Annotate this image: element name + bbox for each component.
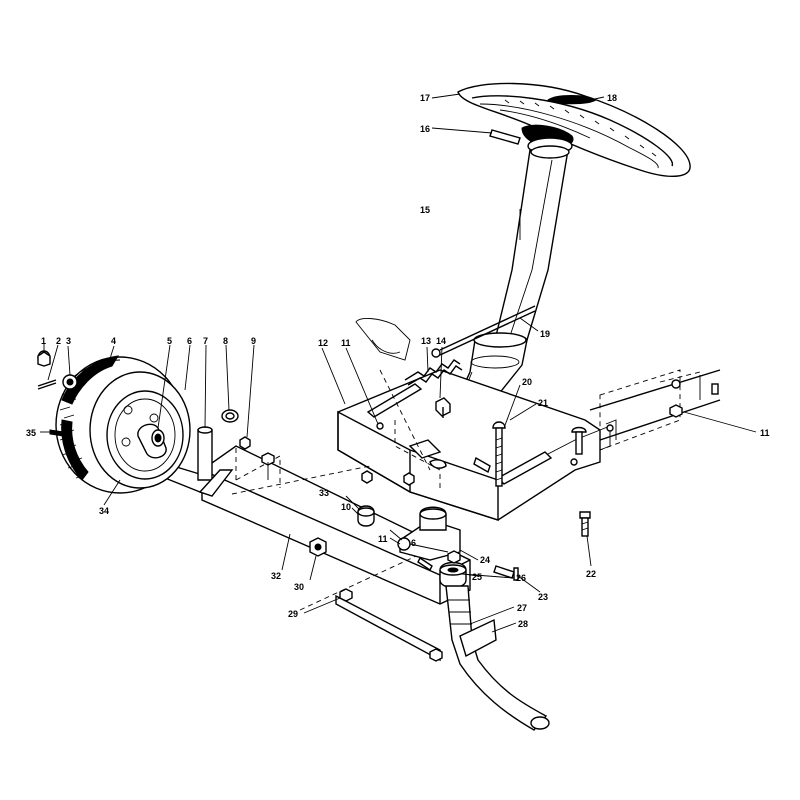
callout-21: 21: [538, 398, 548, 408]
callout-25: 25: [472, 572, 482, 582]
nut-11-center: [403, 472, 415, 486]
callout-26: 26: [516, 573, 526, 583]
choke-rod: [431, 305, 536, 358]
callout-35: 35: [26, 428, 36, 438]
callout-27: 27: [517, 603, 527, 613]
callout-24: 24: [480, 555, 490, 565]
callout-16: 16: [420, 124, 430, 134]
nut-9: [239, 436, 251, 450]
callout-10: 10: [341, 502, 351, 512]
key: [489, 129, 521, 145]
callout-6-lower: 6: [411, 538, 416, 548]
set-screw: [417, 556, 433, 572]
frame-rail: [589, 369, 721, 451]
callout-30: 30: [294, 582, 304, 592]
callout-5: 5: [167, 336, 172, 346]
carriage-bolt: [571, 426, 587, 455]
nut-26: [447, 550, 461, 564]
bolt-22: [579, 511, 591, 537]
tie-rod: [335, 588, 443, 662]
callout-3: 3: [66, 336, 71, 346]
callout-13: 13: [421, 336, 431, 346]
nut-33: [361, 470, 373, 484]
callout-34: 34: [99, 506, 109, 516]
nut-30: [309, 537, 327, 557]
callout-20: 20: [522, 377, 532, 387]
washer-8: [221, 409, 239, 423]
callout-11-right: 11: [760, 428, 770, 438]
pivot-bushing: [439, 561, 467, 589]
front-wheel: [55, 355, 191, 494]
callout-33: 33: [319, 488, 329, 498]
spring: [404, 359, 463, 386]
callout-4: 4: [111, 336, 116, 346]
callout-7: 7: [203, 336, 208, 346]
frame-plate: [337, 369, 601, 521]
cotter-pin: [37, 379, 57, 390]
bushing-10: [357, 505, 375, 527]
callout-1: 1: [41, 336, 46, 346]
callout-14: 14: [436, 336, 446, 346]
bolt-21: [473, 456, 491, 474]
callout-17: 17: [420, 93, 430, 103]
callout-15: 15: [420, 205, 430, 215]
callout-2: 2: [56, 336, 61, 346]
callout-22: 22: [586, 569, 596, 579]
callout-28: 28: [518, 619, 528, 629]
callout-11-top: 11: [341, 338, 351, 348]
callout-9: 9: [251, 336, 256, 346]
steering-bracket: [399, 506, 461, 561]
bolt-20: [492, 421, 506, 487]
washer-6: [397, 537, 411, 551]
kingpin-bolt: [261, 452, 275, 480]
grease-fitting: [49, 429, 65, 437]
leader-lines: [40, 93, 757, 633]
callout-19: 19: [540, 329, 550, 339]
callout-8: 8: [223, 336, 228, 346]
callout-labels: 1 2 3 4 5 6 7 8 9 10 11 11 11 12 13 14 1…: [26, 93, 770, 629]
bolt-14: [435, 397, 451, 418]
washer-3: [62, 374, 78, 390]
callout-29: 29: [288, 609, 298, 619]
callout-18: 18: [607, 93, 617, 103]
callout-12: 12: [318, 338, 328, 348]
steering-wheel-cap: [547, 95, 597, 105]
callout-32: 32: [271, 571, 281, 581]
steering-shaft-lower: [445, 585, 550, 731]
callout-6: 6: [187, 336, 192, 346]
dash-panel: [355, 318, 411, 361]
bolt-23: [493, 565, 519, 581]
callout-23: 23: [538, 592, 548, 602]
wheel-bushing: [137, 423, 167, 459]
callout-11-mid: 11: [378, 534, 388, 544]
hub-cap: [37, 350, 51, 367]
